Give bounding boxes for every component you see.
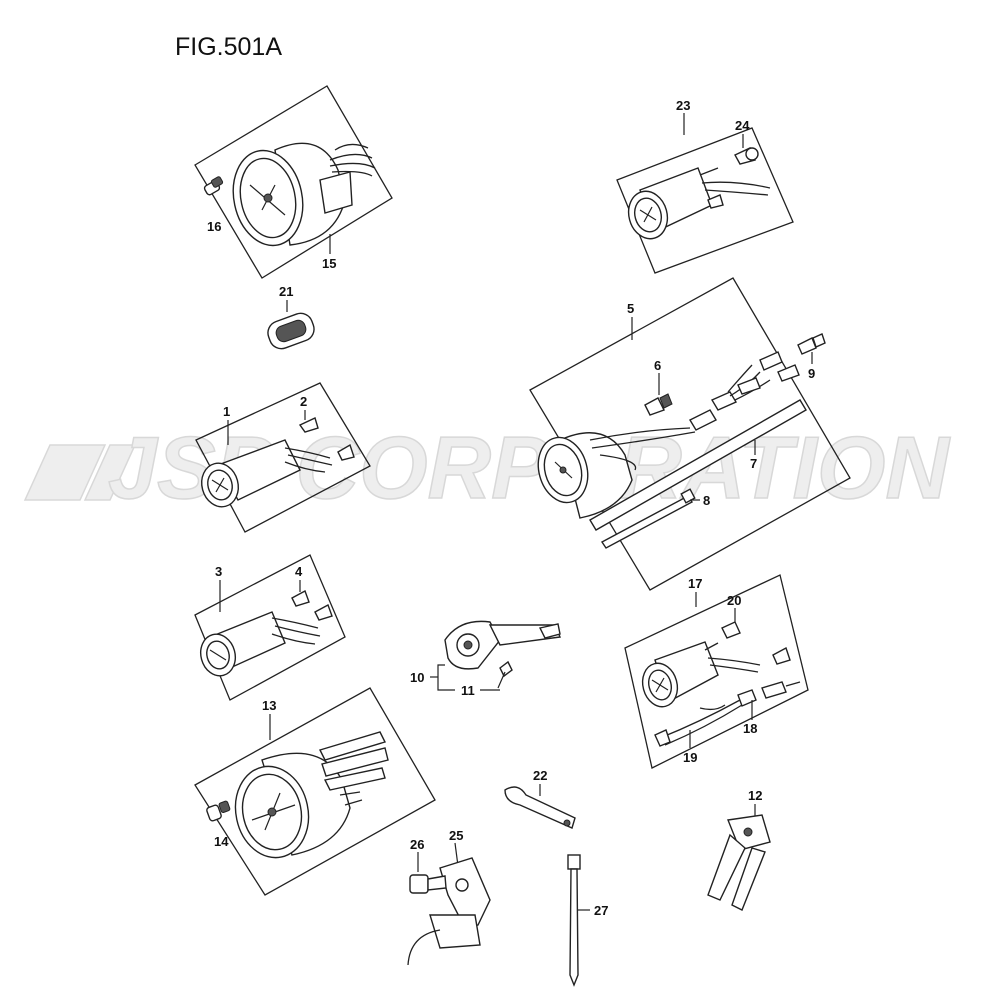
part-10: 10 11	[410, 620, 561, 698]
callout-21: 21	[279, 284, 293, 299]
callout-15: 15	[322, 256, 336, 271]
group-17: 17 20 18 19	[624, 574, 809, 769]
callout-20: 20	[727, 593, 741, 608]
callout-9: 9	[808, 366, 815, 381]
callout-3: 3	[215, 564, 222, 579]
gauge-icon	[232, 142, 376, 247]
wire-harness-icon	[654, 681, 801, 747]
bulb-icon	[291, 589, 333, 621]
callout-14: 14	[214, 834, 229, 849]
grommet-icon	[267, 312, 315, 350]
group-3: 3 4	[194, 554, 346, 701]
part-22: 22	[504, 768, 576, 829]
gauge-icon	[627, 167, 771, 240]
callout-11: 11	[461, 683, 475, 698]
group-17-frame	[624, 574, 809, 769]
callout-5: 5	[627, 301, 634, 316]
callout-7: 7	[750, 456, 757, 471]
bracket-10-11	[437, 664, 455, 691]
watermark: JSP CORPORATION	[23, 417, 952, 518]
callout-25: 25	[449, 828, 463, 843]
bulb-icon	[298, 417, 355, 461]
group-5-frame	[529, 277, 851, 591]
part-26: 26	[409, 837, 447, 894]
callout-4: 4	[295, 564, 303, 579]
group-23: 23 24	[616, 98, 794, 274]
callout-24: 24	[735, 118, 750, 133]
gauge-icon	[234, 731, 389, 859]
callout-1: 1	[223, 404, 230, 419]
group-15-frame	[194, 85, 393, 279]
part-25: 25	[407, 828, 491, 966]
wire-harness-icon	[689, 351, 800, 431]
bulb-icon	[206, 800, 231, 822]
group-13: 13 14	[194, 687, 436, 896]
callout-18: 18	[743, 721, 757, 736]
gauge-icon	[641, 641, 761, 708]
bulb-icon	[721, 621, 791, 665]
callout-12: 12	[748, 788, 762, 803]
connector-icon	[797, 333, 826, 355]
callout-19: 19	[683, 750, 697, 765]
callout-8: 8	[703, 493, 710, 508]
bulb-icon	[203, 176, 224, 196]
callout-23: 23	[676, 98, 690, 113]
cable-tie-icon	[567, 854, 581, 987]
bulb-icon	[644, 393, 673, 416]
gauge-icon	[537, 427, 696, 519]
bracket-icon	[407, 857, 491, 966]
bulb-icon	[734, 147, 759, 165]
gauge-icon	[200, 611, 321, 677]
figure-title: FIG.501A	[175, 33, 282, 61]
callout-16: 16	[207, 219, 221, 234]
callout-26: 26	[410, 837, 424, 852]
watermark-logo-icon	[23, 444, 137, 501]
screw-icon	[497, 660, 513, 689]
part-27: 27	[567, 854, 608, 987]
tube-icon	[589, 399, 807, 531]
callout-17: 17	[688, 576, 702, 591]
part-12: 12	[707, 788, 771, 911]
clamp-icon	[504, 786, 576, 829]
group-5: 5 6 9	[529, 277, 851, 591]
group-15: 15 16	[194, 85, 393, 279]
callout-10: 10	[410, 670, 424, 685]
callout-13: 13	[262, 698, 276, 713]
callout-22: 22	[533, 768, 547, 783]
bracket-icon	[707, 814, 771, 911]
group-23-frame	[616, 127, 794, 274]
bolt-icon	[409, 874, 447, 894]
switch-icon	[444, 620, 561, 670]
callout-2: 2	[300, 394, 307, 409]
callout-6: 6	[654, 358, 661, 373]
gauge-icon	[201, 439, 333, 508]
part-21: 21	[267, 284, 315, 350]
group-13-frame	[194, 687, 436, 896]
callout-27: 27	[594, 903, 608, 918]
group-1: 1 2	[195, 382, 371, 533]
